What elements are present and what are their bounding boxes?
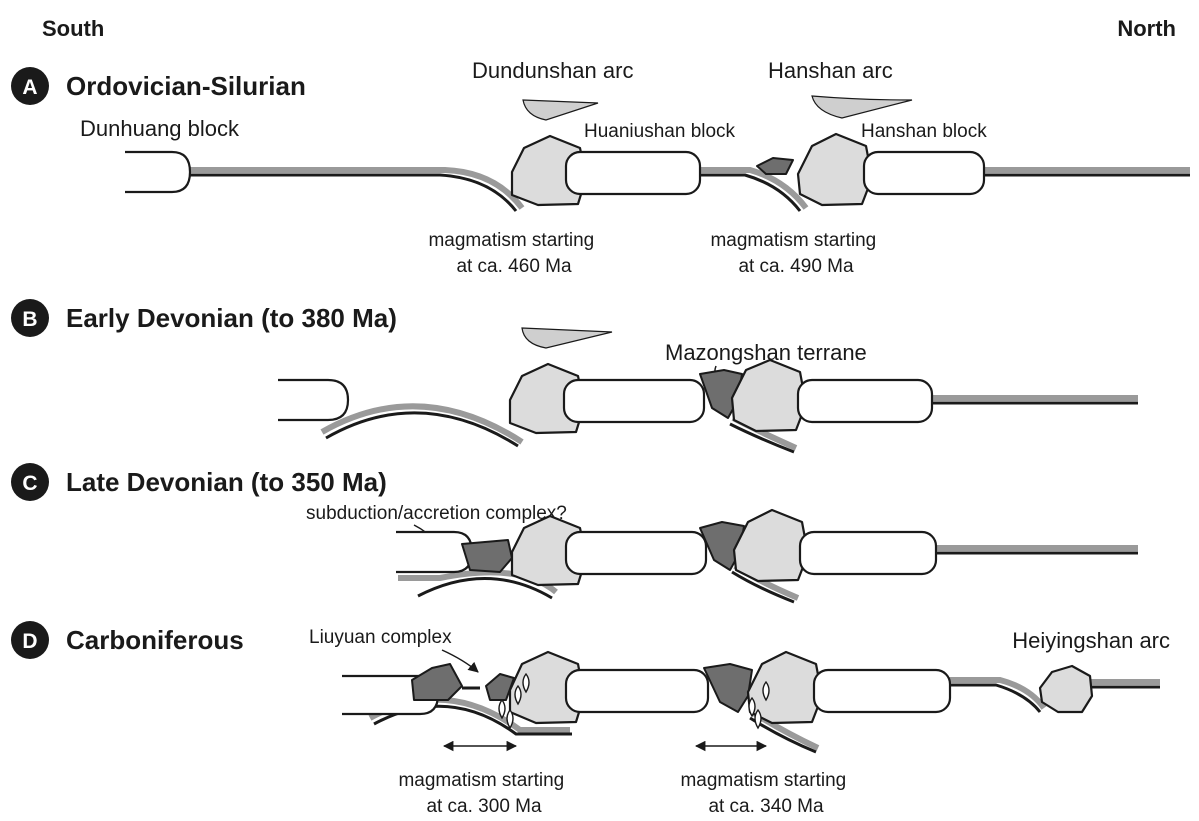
magmatism-note-300: magmatism starting at ca. 300 Ma (398, 770, 569, 817)
panel-b-badge: B (11, 299, 49, 337)
huaniushan-block (566, 152, 700, 194)
panel-a-title: Ordovician-Silurian (66, 71, 306, 101)
dunhuang-block-label: Dunhuang block (80, 116, 240, 141)
dundunshan-arc-label: Dundunshan arc (472, 58, 633, 83)
magmatism-note-340: magmatism starting at ca. 340 Ma (680, 770, 851, 817)
panel-c: C Late Devonian (to 350 Ma) subduction/a… (11, 463, 1138, 602)
accretion-complex-label: subduction/accretion complex? (306, 503, 567, 524)
hanshan-block-c (800, 532, 936, 574)
accretion-complex (462, 540, 512, 572)
svg-text:D: D (22, 630, 37, 653)
north-label: North (1117, 16, 1176, 41)
mazongshan-terrane-d (704, 664, 752, 712)
svg-text:C: C (22, 472, 37, 495)
hanshan-block-label: Hanshan block (861, 121, 987, 142)
panel-d-badge: D (11, 621, 49, 659)
hanshan-arc-plume (812, 96, 912, 118)
huaniushan-block-c (566, 532, 706, 574)
liuyuan-complex-label: Liuyuan complex (309, 627, 452, 648)
hanshan-arc-body-b (732, 360, 806, 431)
panel-d-title: Carboniferous (66, 625, 244, 655)
hanshan-arc-label: Hanshan arc (768, 58, 893, 83)
huaniushan-block-label: Huaniushan block (584, 121, 736, 142)
dundunshan-arc-plume-b (522, 328, 612, 348)
magmatism-note-490: magmatism starting at ca. 490 Ma (710, 230, 881, 277)
heiyingshan-arc-label: Heiyingshan arc (1012, 628, 1170, 653)
magmatism-note-460: magmatism starting at ca. 460 Ma (428, 230, 599, 277)
panel-a-badge: A (11, 67, 49, 105)
panel-c-title: Late Devonian (to 350 Ma) (66, 467, 387, 497)
panel-c-badge: C (11, 463, 49, 501)
hanshan-arc-body-c (734, 510, 808, 581)
hanshan-block (864, 152, 984, 194)
panel-b-title: Early Devonian (to 380 Ma) (66, 303, 397, 333)
svg-text:B: B (22, 308, 37, 331)
dunhuang-block-b (278, 380, 348, 420)
hanshan-block-d (814, 670, 950, 712)
heiyingshan-arc-body (1040, 666, 1092, 712)
huaniushan-block-d (566, 670, 708, 712)
accreted-wedge-a (757, 158, 793, 174)
dundunshan-arc-plume (523, 100, 598, 120)
panel-b: B Early Devonian (to 380 Ma) Mazongshan … (11, 299, 1138, 452)
liuyuan-complex-west (412, 664, 462, 700)
panel-a: A Ordovician-Silurian Dundunshan arc Han… (11, 58, 1190, 277)
panel-d: D Carboniferous Liuyuan complex Heiyings… (11, 621, 1170, 817)
south-label: South (42, 16, 104, 41)
svg-text:A: A (22, 76, 37, 99)
hanshan-arc-body (798, 134, 872, 205)
hanshan-block-b (798, 380, 932, 422)
huaniushan-block-b (564, 380, 704, 422)
dunhuang-block-c (396, 532, 472, 572)
dunhuang-block (125, 152, 190, 192)
